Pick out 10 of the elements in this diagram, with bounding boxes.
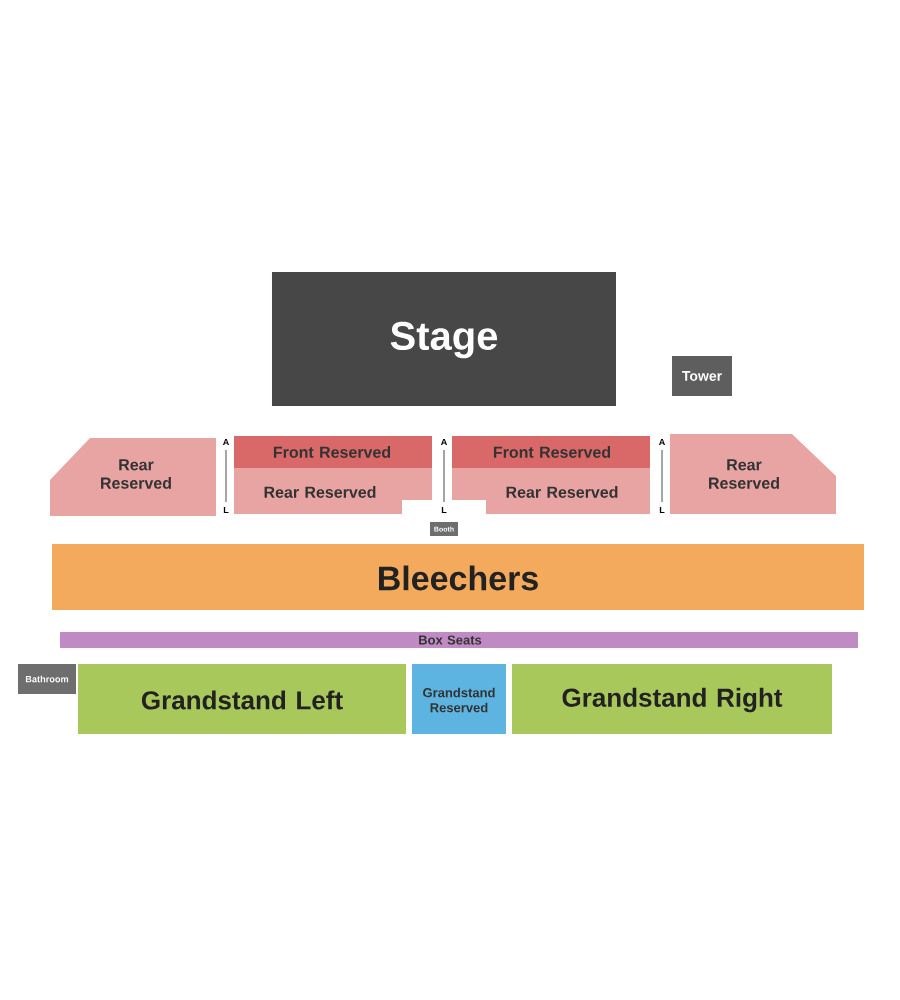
seating-section: Rear Reserved [452, 468, 650, 514]
seating-section: Grandstand Right [512, 664, 832, 734]
seating-section: Rear Reserved [50, 438, 216, 516]
stage-block: Stage [272, 272, 616, 406]
seating-section: Rear Reserved [670, 434, 836, 514]
seating-section: Front Reserved [234, 436, 432, 468]
seating-section: Front Reserved [452, 436, 650, 468]
seating-section: Rear Reserved [234, 468, 432, 514]
seating-section: Grandstand Left [78, 664, 406, 734]
seating-section: Bleechers [52, 544, 864, 610]
